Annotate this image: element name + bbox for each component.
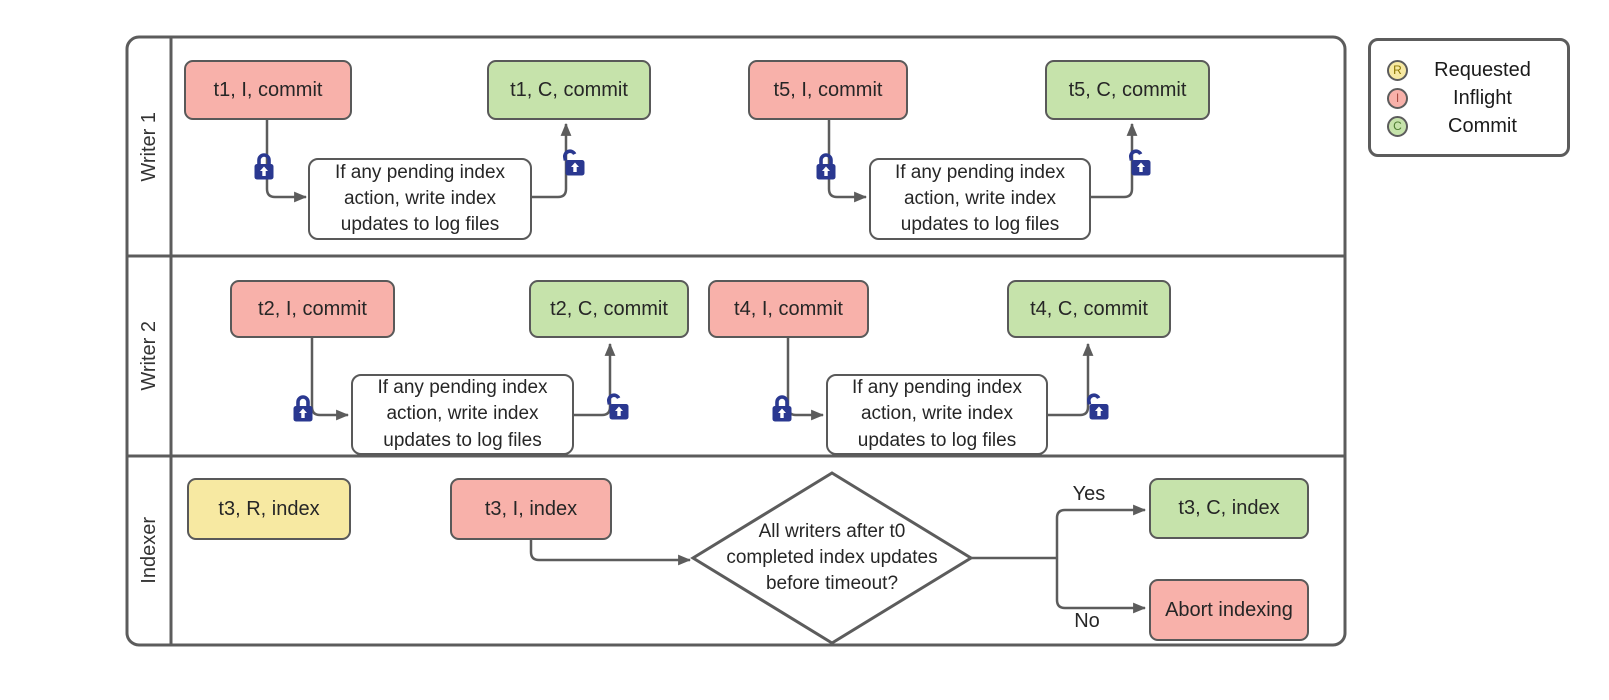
branch-label-yes: Yes: [1072, 483, 1106, 505]
state-box-t4-inflight: t4, I, commit: [708, 280, 869, 338]
arrow-yes-branch: [1055, 504, 1147, 558]
arrow-t1i-to-process: [265, 120, 308, 203]
legend-label: Commit: [1448, 114, 1517, 137]
legend-label: Requested: [1434, 58, 1531, 81]
decision-text: All writers after t0 completed index upd…: [726, 521, 938, 595]
arrow-process-to-t5c: [1091, 122, 1138, 199]
arrow-process-to-t4c: [1048, 342, 1094, 417]
state-box-t2-inflight: t2, I, commit: [230, 280, 395, 338]
lane-label-writer2: Writer 2: [137, 321, 160, 391]
legend-letter: R: [1393, 63, 1402, 77]
process-box-writer2-a: If any pending index action, write index…: [351, 374, 574, 455]
state-box-t4-commit: t4, C, commit: [1007, 280, 1171, 338]
arrow-t3i-to-decision: [529, 540, 692, 566]
arrow-t5i-to-process: [827, 120, 868, 203]
commit-state-icon: C: [1387, 115, 1408, 137]
decision-diamond: [690, 471, 974, 645]
state-box-t3-inflight: t3, I, index: [450, 478, 612, 540]
legend: R Requested I Inflight C Commit: [1368, 38, 1570, 157]
process-box-writer1-a: If any pending index action, write index…: [308, 158, 532, 240]
legend-label: Inflight: [1453, 86, 1512, 109]
state-box-t2-commit: t2, C, commit: [529, 280, 689, 338]
process-box-writer2-b: If any pending index action, write index…: [826, 374, 1048, 455]
state-box-abort-indexing: Abort indexing: [1149, 579, 1309, 641]
lane-label-writer1: Writer 1: [137, 111, 160, 182]
state-box-t5-commit: t5, C, commit: [1045, 60, 1210, 120]
requested-state-icon: R: [1387, 59, 1408, 81]
lane-label-indexer: Indexer: [137, 517, 160, 584]
state-box-t1-commit: t1, C, commit: [487, 60, 651, 120]
state-box-t1-inflight: t1, I, commit: [184, 60, 352, 120]
legend-row-requested: R Requested: [1387, 56, 1557, 84]
state-box-t3-requested: t3, R, index: [187, 478, 351, 540]
process-box-writer1-b: If any pending index action, write index…: [869, 158, 1091, 240]
legend-letter: C: [1393, 119, 1402, 133]
legend-letter: I: [1395, 91, 1400, 105]
legend-row-commit: C Commit: [1387, 112, 1557, 140]
legend-row-inflight: I Inflight: [1387, 84, 1557, 112]
arrow-process-to-t1c: [532, 122, 572, 199]
arrow-no-branch: [1055, 558, 1147, 614]
state-box-t3-commit: t3, C, index: [1149, 478, 1309, 539]
state-box-t5-inflight: t5, I, commit: [748, 60, 908, 120]
branch-label-no: No: [1074, 610, 1100, 632]
inflight-state-icon: I: [1387, 87, 1408, 109]
